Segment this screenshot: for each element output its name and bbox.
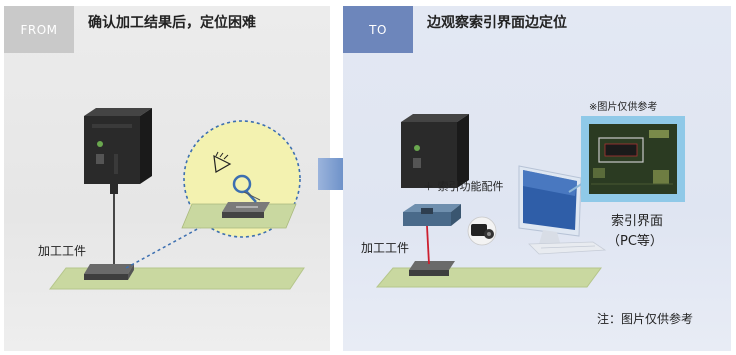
before-heading: 确认加工结果后，定位困难 bbox=[88, 15, 256, 31]
workpiece-block bbox=[409, 261, 455, 276]
eye-icon bbox=[213, 151, 232, 173]
before-illustration bbox=[48, 108, 305, 290]
index-attachment bbox=[403, 204, 461, 226]
after-illustration bbox=[375, 114, 685, 288]
to-tag: TO bbox=[343, 6, 413, 53]
screen-label-line2: （PC等） bbox=[607, 234, 663, 249]
zoom-connector bbox=[125, 220, 213, 269]
from-tag: FROM bbox=[4, 6, 74, 53]
laser-marker-head bbox=[401, 114, 469, 188]
laser-beam bbox=[426, 225, 430, 265]
after-panel: TO 边观察索引界面边定位 bbox=[343, 6, 731, 351]
screen-label-line1: 索引界面 bbox=[611, 214, 664, 229]
workpiece-block bbox=[84, 264, 134, 280]
before-workpiece-label: 加工工件 bbox=[38, 244, 87, 258]
laser-marker-head bbox=[84, 108, 152, 194]
magnified-view bbox=[181, 120, 301, 238]
before-panel: FROM 确认加工结果后，定位困难 bbox=[4, 6, 330, 351]
after-heading: 边观察索引界面边定位 bbox=[427, 15, 567, 31]
index-screen-image bbox=[581, 116, 685, 202]
image-note: ※图片仅供参考 bbox=[589, 102, 658, 113]
after-workpiece-label: 加工工件 bbox=[361, 241, 410, 255]
index-function-label: ＋ 索引功能配件 bbox=[423, 180, 504, 193]
camera-icon bbox=[467, 216, 497, 246]
footnote: 注：图片仅供参考 bbox=[597, 312, 694, 326]
pc-monitor bbox=[518, 165, 607, 255]
